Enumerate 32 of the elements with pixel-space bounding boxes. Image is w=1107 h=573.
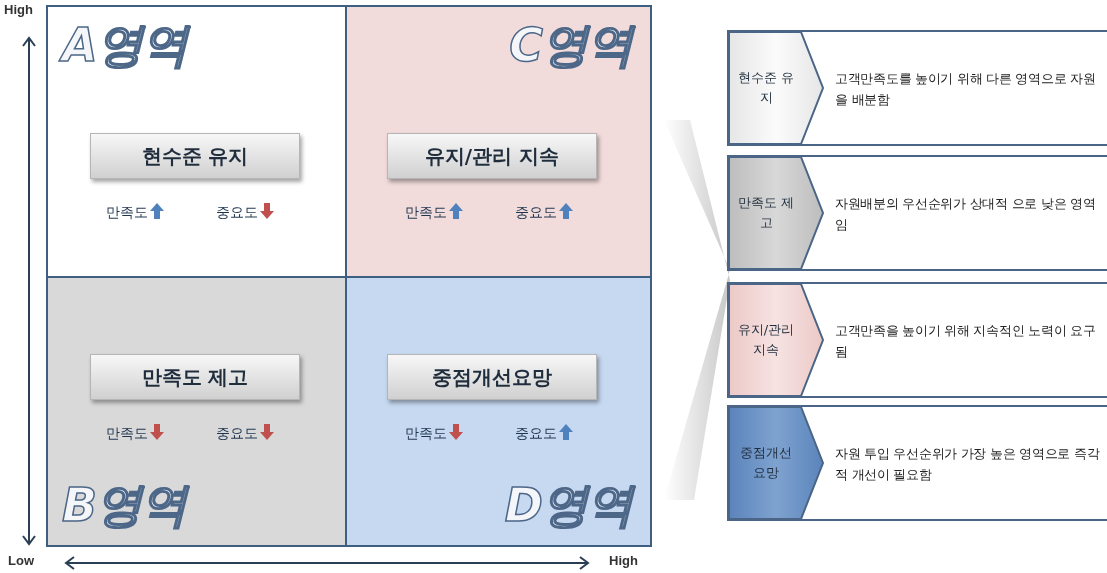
quadrant-panel bbox=[48, 278, 347, 545]
description-row bbox=[727, 30, 1107, 146]
description-text: 자원 투입 우선순위가 가장 높은 영역으로 즉각적 개선이 필요함 bbox=[835, 445, 1101, 485]
chevron-label: 유지/관리 지속 bbox=[736, 320, 796, 359]
trend-indicator: 만족도 bbox=[106, 424, 164, 443]
trend-indicator: 중요도 bbox=[515, 203, 573, 222]
matrix-frame bbox=[46, 5, 652, 547]
description-text: 고객만족도를 높이기 위해 다른 영역으로 자원을 배분함 bbox=[835, 70, 1097, 110]
quadrant-panel bbox=[347, 7, 650, 278]
description-row bbox=[727, 155, 1107, 271]
description-row bbox=[727, 405, 1107, 521]
trend-indicator: 만족도 bbox=[405, 203, 463, 222]
axis-label: High bbox=[4, 2, 33, 17]
description-row bbox=[727, 282, 1107, 398]
quadrant-panel bbox=[347, 278, 650, 545]
trend-indicator: 중요도 bbox=[216, 424, 274, 443]
description-text: 고객만족을 높이기 위해 지속적인 노력이 요구됨 bbox=[835, 322, 1097, 362]
category-button: 만족도 제고 bbox=[90, 354, 300, 400]
trend-indicator: 만족도 bbox=[106, 203, 164, 222]
category-button: 현수준 유지 bbox=[90, 133, 300, 179]
axis-label: High bbox=[609, 553, 638, 568]
category-button: 유지/관리 지속 bbox=[387, 133, 597, 179]
chevron-label: 현수준 유지 bbox=[736, 68, 796, 107]
trend-indicator: 중요도 bbox=[515, 424, 573, 443]
category-button: 중점개선요망 bbox=[387, 354, 597, 400]
trend-indicator: 중요도 bbox=[216, 203, 274, 222]
chevron-label: 만족도 제고 bbox=[736, 193, 796, 232]
chevron-label: 중점개선 요망 bbox=[739, 443, 793, 482]
trend-indicator: 만족도 bbox=[405, 424, 463, 443]
axis-label: Low bbox=[8, 553, 34, 568]
quadrant-panel bbox=[48, 7, 347, 278]
description-text: 자원배분의 우선순위가 상대적 으로 낮은 영역임 bbox=[835, 195, 1097, 235]
